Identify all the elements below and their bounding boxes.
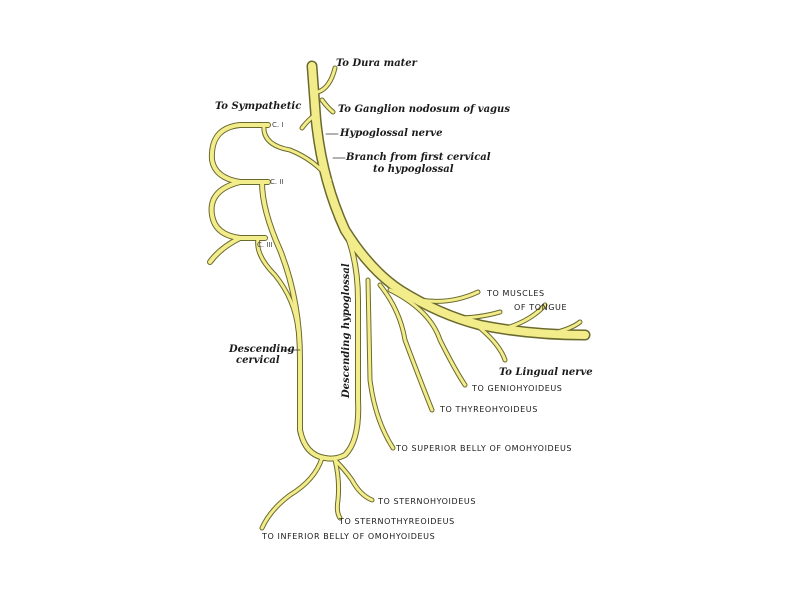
label-to-ganglion-nodosum: To Ganglion nodosum of vagus: [338, 104, 510, 115]
label-to-hypoglossal: to hypoglossal: [373, 164, 454, 175]
label-hypoglossal-nerve: Hypoglossal nerve: [340, 128, 443, 139]
label-sternohyoideus: TO STERNOHYOIDEUS: [378, 497, 477, 506]
label-descending-cervical-1: Descending: [229, 344, 295, 355]
label-thyreohyoideus: TO THYREOHYOIDEUS: [440, 405, 538, 414]
label-c3: C. III: [257, 241, 273, 249]
label-sternothyreoideus: TO STERNOTHYREOIDEUS: [339, 517, 455, 526]
label-muscles-of-tongue-2: OF TONGUE: [514, 303, 568, 312]
label-descending-cervical-2: cervical: [236, 355, 280, 366]
label-descending-hypoglossal: Descending hypoglossal: [341, 263, 352, 398]
label-muscles-of-tongue-1: TO MUSCLES: [487, 289, 545, 298]
label-branch-first-cervical: Branch from first cervical: [346, 152, 491, 163]
label-c2: C. II: [270, 178, 284, 186]
label-geniohyoideus: TO GENIOHYOIDEUS: [472, 384, 563, 393]
label-to-dura-mater: To Dura mater: [336, 58, 417, 69]
label-c1: C. I: [272, 121, 284, 129]
label-to-lingual-nerve: To Lingual nerve: [499, 367, 593, 378]
label-inferior-belly-omohyoideus: TO INFERIOR BELLY OF OMOHYOIDEUS: [262, 532, 436, 541]
label-superior-belly-omohyoideus: TO SUPERIOR BELLY OF OMOHYOIDEUS: [396, 444, 573, 453]
label-to-sympathetic: To Sympathetic: [215, 101, 302, 112]
